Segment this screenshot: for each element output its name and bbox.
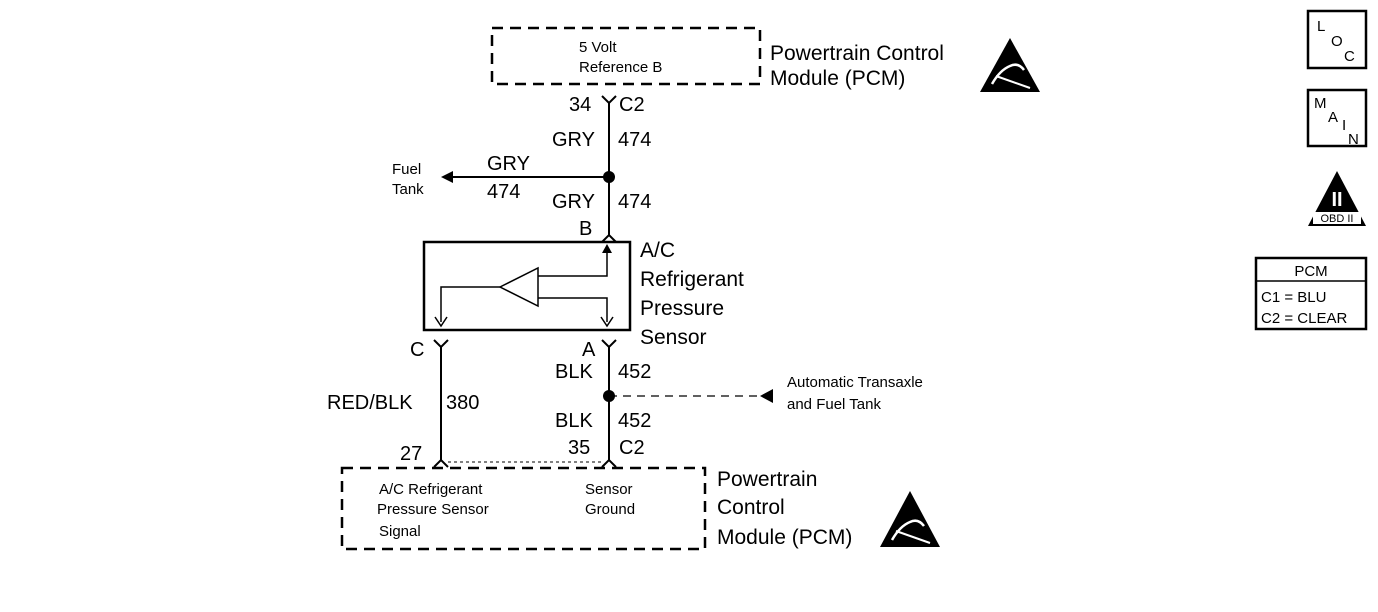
- ground-branch-dest-1: Automatic Transaxle: [787, 374, 923, 391]
- pcm-bottom-title-2: Control: [717, 496, 785, 519]
- pcm-bottom-pin-ground: 35: [568, 437, 590, 459]
- pcm-top-box-text-1: 5 Volt: [579, 39, 617, 56]
- branch-circuit: 474: [487, 181, 520, 203]
- sensor-title-1: A/C: [640, 239, 675, 262]
- obd-ii-icon: II OBD II: [1308, 171, 1366, 226]
- ground-branch-dest-2: and Fuel Tank: [787, 396, 881, 413]
- sensor-b-connector-icon: [601, 233, 617, 243]
- sensor-pin-a: A: [582, 339, 596, 361]
- amplifier-symbol-icon: [434, 244, 614, 328]
- loc-legend-icon: L O C: [1306, 9, 1368, 70]
- pcm-top-box: [490, 26, 762, 86]
- wire-signal-color: RED/BLK: [327, 392, 413, 414]
- sensor-pin-c: C: [410, 339, 424, 361]
- pcm-bottom-title-3: Module (PCM): [717, 526, 852, 549]
- sensor-c-connector-icon: [433, 339, 449, 349]
- wire-ground-lower-color: BLK: [555, 410, 593, 432]
- pcm-bottom-ground-connector-icon: [601, 458, 617, 468]
- esd-warning-icon-top: [980, 38, 1040, 92]
- wire-ground-upper-circuit: 452: [618, 361, 651, 383]
- pcm-bottom-ground-1: Sensor: [585, 481, 633, 498]
- svg-text:II: II: [1331, 189, 1342, 211]
- branch-dest-1: Fuel: [392, 161, 421, 178]
- sensor-title-4: Sensor: [640, 326, 707, 349]
- sensor-box: [422, 240, 632, 332]
- wire-upper-color: GRY: [552, 129, 595, 151]
- pcm-top-box-text-2: Reference B: [579, 59, 662, 76]
- pcm-bottom-title-1: Powertrain: [717, 468, 817, 491]
- esd-warning-icon-bottom: [880, 491, 940, 547]
- pcm-bottom-signal-3: Signal: [379, 523, 421, 540]
- wire-upper-circuit: 474: [618, 129, 651, 151]
- pcm-bottom-box: [340, 466, 707, 551]
- sensor-pin-b: B: [579, 218, 592, 240]
- svg-text:PCM: PCM: [1294, 263, 1327, 280]
- svg-text:A: A: [1328, 109, 1338, 126]
- pcm-top-pin: 34: [569, 94, 591, 116]
- sensor-title-3: Pressure: [640, 297, 724, 320]
- sensor-a-connector-icon: [601, 339, 617, 349]
- svg-text:N: N: [1348, 131, 1359, 148]
- svg-text:L: L: [1317, 18, 1325, 35]
- svg-text:M: M: [1314, 95, 1327, 112]
- wire-mid-circuit: 474: [618, 191, 651, 213]
- svg-text:O: O: [1331, 33, 1343, 50]
- pcm-connector-legend: PCM C1 = BLU C2 = CLEAR: [1254, 256, 1368, 331]
- pcm-bottom-signal-2: Pressure Sensor: [377, 501, 489, 518]
- svg-text:C2 = CLEAR: C2 = CLEAR: [1261, 310, 1347, 327]
- pcm-bottom-pin-signal: 27: [400, 443, 422, 465]
- svg-text:C: C: [1344, 48, 1355, 65]
- pcm-bottom-signal-connector-icon: [433, 458, 449, 468]
- svg-text:C1 = BLU: C1 = BLU: [1261, 289, 1326, 306]
- wire-ground-upper-color: BLK: [555, 361, 593, 383]
- pcm-bottom-signal-1: A/C Refrigerant: [379, 481, 483, 498]
- arrow-left-icon-ground: [760, 389, 773, 403]
- pcm-top-title-2: Module (PCM): [770, 67, 905, 90]
- wire-signal-circuit: 380: [446, 392, 479, 414]
- arrow-left-icon: [441, 171, 453, 183]
- wire-mid-color: GRY: [552, 191, 595, 213]
- sensor-title-2: Refrigerant: [640, 268, 744, 291]
- pcm-bottom-connector: C2: [619, 437, 645, 459]
- pcm-top-title-1: Powertrain Control: [770, 42, 944, 65]
- pcm-top-connector-icon: [601, 95, 617, 105]
- main-legend-icon: M A I N: [1306, 88, 1368, 148]
- pcm-top-connector: C2: [619, 94, 645, 116]
- svg-text:I: I: [1342, 117, 1346, 134]
- wire-ground-lower-circuit: 452: [618, 410, 651, 432]
- svg-text:OBD II: OBD II: [1320, 213, 1353, 225]
- branch-dest-2: Tank: [392, 181, 424, 198]
- pcm-bottom-ground-2: Ground: [585, 501, 635, 518]
- branch-color: GRY: [487, 153, 530, 175]
